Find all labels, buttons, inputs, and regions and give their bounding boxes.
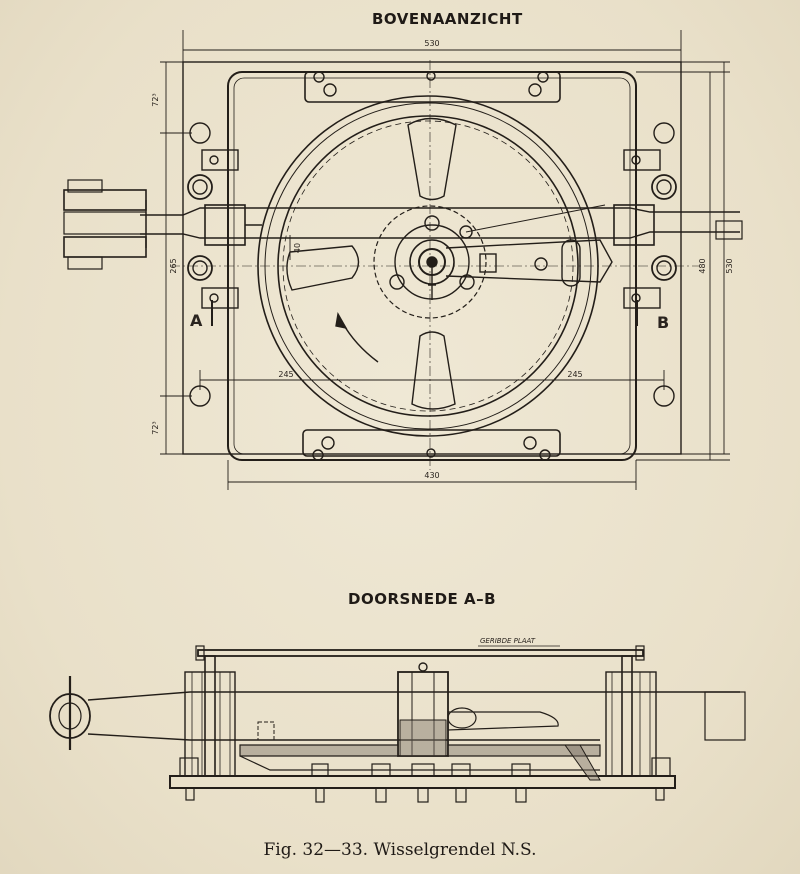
right-wall [621, 655, 633, 777]
right-bearing [605, 671, 657, 777]
dim-margin-top: 72³ [151, 93, 160, 106]
leader-line [465, 204, 606, 233]
disc-underside [239, 755, 600, 771]
bolt-hole [537, 71, 549, 83]
left-bearing-block [204, 204, 246, 246]
left-bearing [184, 671, 236, 777]
dim-height-right-1: 480 [698, 258, 707, 273]
dim-height-left: 265 [169, 258, 178, 273]
window-top [407, 117, 457, 201]
bolt [209, 155, 219, 165]
rod-end [704, 691, 746, 741]
bolt-hole [321, 436, 335, 450]
left-bracket-top [201, 149, 239, 171]
hub-bolt [459, 274, 475, 290]
roller-inner [656, 179, 672, 195]
bolt-hole [539, 449, 551, 461]
roller-inner [656, 260, 672, 276]
hidden-block [257, 721, 275, 741]
bolt [631, 155, 641, 165]
rod-top [87, 691, 191, 701]
dim-radius-left: 245 [278, 370, 293, 379]
dim-slot: 40 [293, 243, 302, 253]
roller-inner [192, 260, 208, 276]
bottom-clamp-plate [302, 429, 561, 457]
right-bearing-bolt [611, 671, 623, 777]
window-bottom [411, 331, 456, 410]
hub-bolt [424, 215, 440, 231]
plate-pin [195, 645, 205, 661]
plate-label: GERIBDE PLAAT [480, 637, 536, 645]
hub-hatched [399, 719, 447, 757]
right-bearing-block [613, 204, 655, 246]
top-clamp-plate [304, 71, 561, 103]
section-view: GERIBDE PLAAT [49, 637, 746, 803]
lever-block [479, 253, 497, 273]
roller-right-top [651, 174, 677, 200]
left-bracket-bottom [201, 287, 239, 309]
lever-slot [561, 239, 581, 287]
hub-bolt [389, 274, 405, 290]
roller-right-bottom [651, 255, 677, 281]
plate-pin [635, 645, 645, 661]
shaft-cap [418, 662, 428, 672]
corner-hole [653, 122, 675, 144]
window-left [286, 245, 360, 291]
dim-width-outer: 530 [424, 39, 439, 48]
dimension-lines [160, 30, 730, 490]
base-bolts [179, 757, 671, 803]
right-bracket-bottom [623, 287, 661, 309]
fork-cap [67, 179, 103, 193]
left-wall [204, 655, 216, 777]
bolt-hole [426, 448, 436, 458]
lever-pin [534, 257, 548, 271]
dim-width-inner: 430 [424, 471, 439, 480]
dim-radius-right: 245 [567, 370, 582, 379]
dim-height-right-2: 530 [725, 258, 734, 273]
section-mark-a: A [190, 311, 203, 330]
bolt-hole [323, 83, 337, 97]
section-mark-b: B [657, 313, 669, 332]
dim-margin-bottom: 72³ [151, 421, 160, 434]
right-bearing-bolt [639, 671, 651, 777]
ribbed-plate [197, 649, 644, 657]
arrow-head [335, 311, 348, 329]
section-lever [447, 711, 559, 731]
figure-caption: Fig. 32—33. Wisselgrendel N.S. [263, 840, 537, 860]
right-bracket-top [623, 149, 661, 171]
roller-left-bottom [187, 255, 213, 281]
rod-bottom [87, 733, 191, 741]
corner-hole [189, 122, 211, 144]
rod-lower [140, 231, 740, 239]
rod-end-stub [715, 220, 743, 240]
lever-arm [445, 239, 613, 283]
disc-rim [564, 744, 601, 781]
roller-left-top [187, 174, 213, 200]
left-bearing-bolt [219, 671, 231, 777]
bolt-hole [313, 71, 325, 83]
hub-dashed-circle [373, 205, 487, 319]
left-bearing-bolt [191, 671, 203, 777]
top-view-title: BOVENAANZICHT [372, 10, 523, 28]
bolt-hole [426, 71, 436, 81]
bolt-hole [523, 436, 537, 450]
section-view-title: DOORSNEDE A–B [348, 590, 497, 608]
bolt-hole [312, 449, 324, 461]
fork-cap [67, 256, 103, 270]
fork-jaw-lower [63, 236, 147, 258]
bolt-hole [528, 83, 542, 97]
bolt [209, 293, 219, 303]
fork-jaw-upper [63, 189, 147, 211]
section-lever-eye [447, 707, 477, 729]
fork-body [63, 211, 147, 235]
top-view: 530 430 265 480 530 72³ 72³ 245 245 40 A… [63, 30, 743, 490]
roller-inner [192, 179, 208, 195]
disc-left-section [239, 744, 399, 757]
rod-upper [140, 207, 740, 216]
rotation-arrow [341, 321, 379, 363]
disc-right-section [447, 744, 601, 757]
